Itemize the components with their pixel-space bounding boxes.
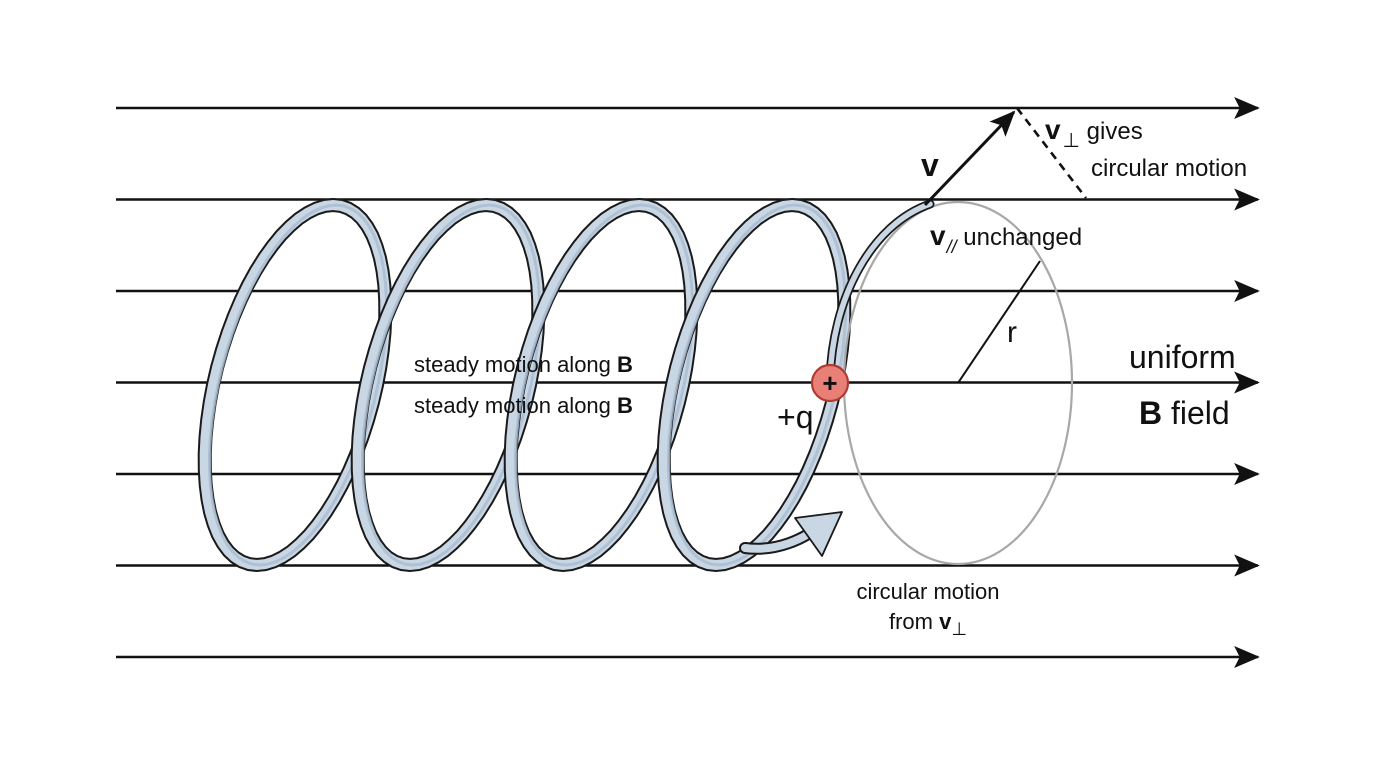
circular-motion-label-line1: circular motion bbox=[856, 579, 999, 604]
charge-label: +q bbox=[777, 399, 813, 435]
field-label-b-symbol: B bbox=[1139, 395, 1162, 431]
velocity-vector bbox=[923, 110, 1016, 207]
charge-symbol: + bbox=[822, 368, 837, 398]
radius-label: r bbox=[1007, 316, 1017, 349]
v-parallel-subscript: // bbox=[945, 237, 959, 257]
helix-loop bbox=[197, 197, 393, 573]
steady-motion-b-repeat: B bbox=[617, 393, 633, 418]
velocity-label: v bbox=[921, 147, 939, 183]
helix-trajectory bbox=[197, 197, 852, 573]
helix-loop-shade bbox=[361, 203, 541, 567]
steady-motion-label-repeat: steady motion along B bbox=[414, 393, 633, 418]
v-perp-subscript: ⊥ bbox=[1063, 130, 1080, 152]
v-parallel-symbol: v bbox=[930, 220, 946, 251]
circular-motion-from: from bbox=[889, 609, 939, 634]
steady-motion-text: steady motion along bbox=[414, 352, 617, 377]
field-label-rest: field bbox=[1162, 395, 1230, 431]
positive-charge: + bbox=[810, 363, 850, 403]
helix-loop-shade bbox=[208, 203, 388, 567]
helix-direction-arrow bbox=[739, 511, 843, 557]
steady-motion-label: steady motion along B bbox=[414, 352, 633, 377]
charge-circle-icon bbox=[810, 363, 850, 403]
helix-loop-shade bbox=[514, 203, 694, 567]
helix-loop bbox=[503, 197, 699, 573]
v-perp-label: v⊥ gives bbox=[1045, 114, 1143, 152]
circular-motion-label-line2: from v⊥ bbox=[889, 609, 967, 639]
steady-motion-text-repeat: steady motion along bbox=[414, 393, 617, 418]
field-label-line1: uniform bbox=[1129, 339, 1236, 375]
circular-motion-sub: ⊥ bbox=[951, 619, 967, 639]
circular-motion-v: v bbox=[939, 609, 952, 634]
v-parallel-text: unchanged bbox=[957, 224, 1082, 251]
radius-line bbox=[957, 260, 1041, 384]
v-perp-symbol: v bbox=[1045, 114, 1061, 145]
steady-motion-b: B bbox=[617, 352, 633, 377]
charge-path-arc bbox=[825, 199, 935, 385]
helix-loop bbox=[350, 197, 546, 573]
v-perp-dashed-component bbox=[1015, 107, 1088, 199]
v-perp-label-line2: circular motion bbox=[1091, 155, 1247, 182]
v-parallel-label: v// unchanged bbox=[930, 220, 1082, 257]
v-perp-text: gives bbox=[1080, 118, 1143, 145]
field-label-line2: B field bbox=[1139, 395, 1230, 431]
